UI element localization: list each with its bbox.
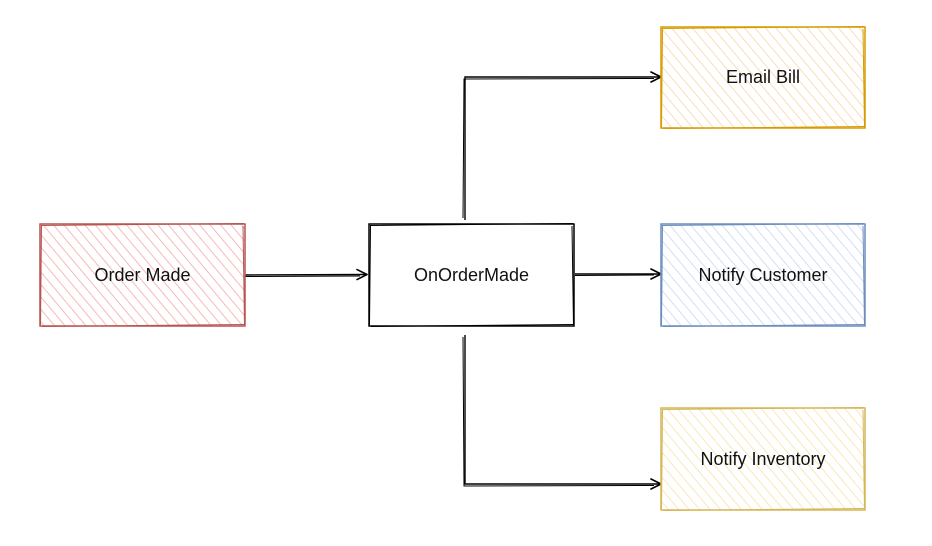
edge-onordermade-to-notifycustomer bbox=[574, 268, 662, 280]
node-email-bill-fill bbox=[661, 27, 865, 128]
node-notify-customer-sketch bbox=[661, 223, 866, 327]
node-notify-inventory-fill bbox=[661, 408, 865, 510]
node-notify-customer[interactable]: Notify Customer bbox=[660, 223, 866, 327]
node-on-order-made-border bbox=[368, 223, 575, 327]
node-notify-inventory[interactable]: Notify Inventory bbox=[660, 407, 866, 511]
node-on-order-made-label: OnOrderMade bbox=[414, 265, 529, 285]
node-email-bill-sketch bbox=[661, 26, 866, 129]
node-notify-inventory-sketch bbox=[661, 407, 866, 511]
edge-ordermade-to-onordermade bbox=[244, 268, 368, 281]
edge-onordermade-to-emailbill bbox=[462, 71, 662, 220]
node-order-made-label: Order Made bbox=[94, 265, 190, 285]
edge-onordermade-to-notifyinventory bbox=[462, 335, 662, 490]
node-on-order-made-sketch bbox=[369, 223, 575, 327]
node-email-bill-label: Email Bill bbox=[726, 67, 800, 87]
node-order-made-sketch bbox=[40, 223, 246, 327]
node-order-made-fill bbox=[40, 224, 245, 326]
node-email-bill[interactable]: Email Bill bbox=[660, 26, 866, 129]
node-notify-customer-label: Notify Customer bbox=[698, 265, 827, 285]
node-notify-inventory-label: Notify Inventory bbox=[700, 449, 825, 469]
node-notify-customer-fill bbox=[661, 224, 865, 326]
node-order-made[interactable]: Order Made bbox=[39, 223, 246, 327]
node-on-order-made[interactable]: OnOrderMade bbox=[368, 223, 575, 327]
